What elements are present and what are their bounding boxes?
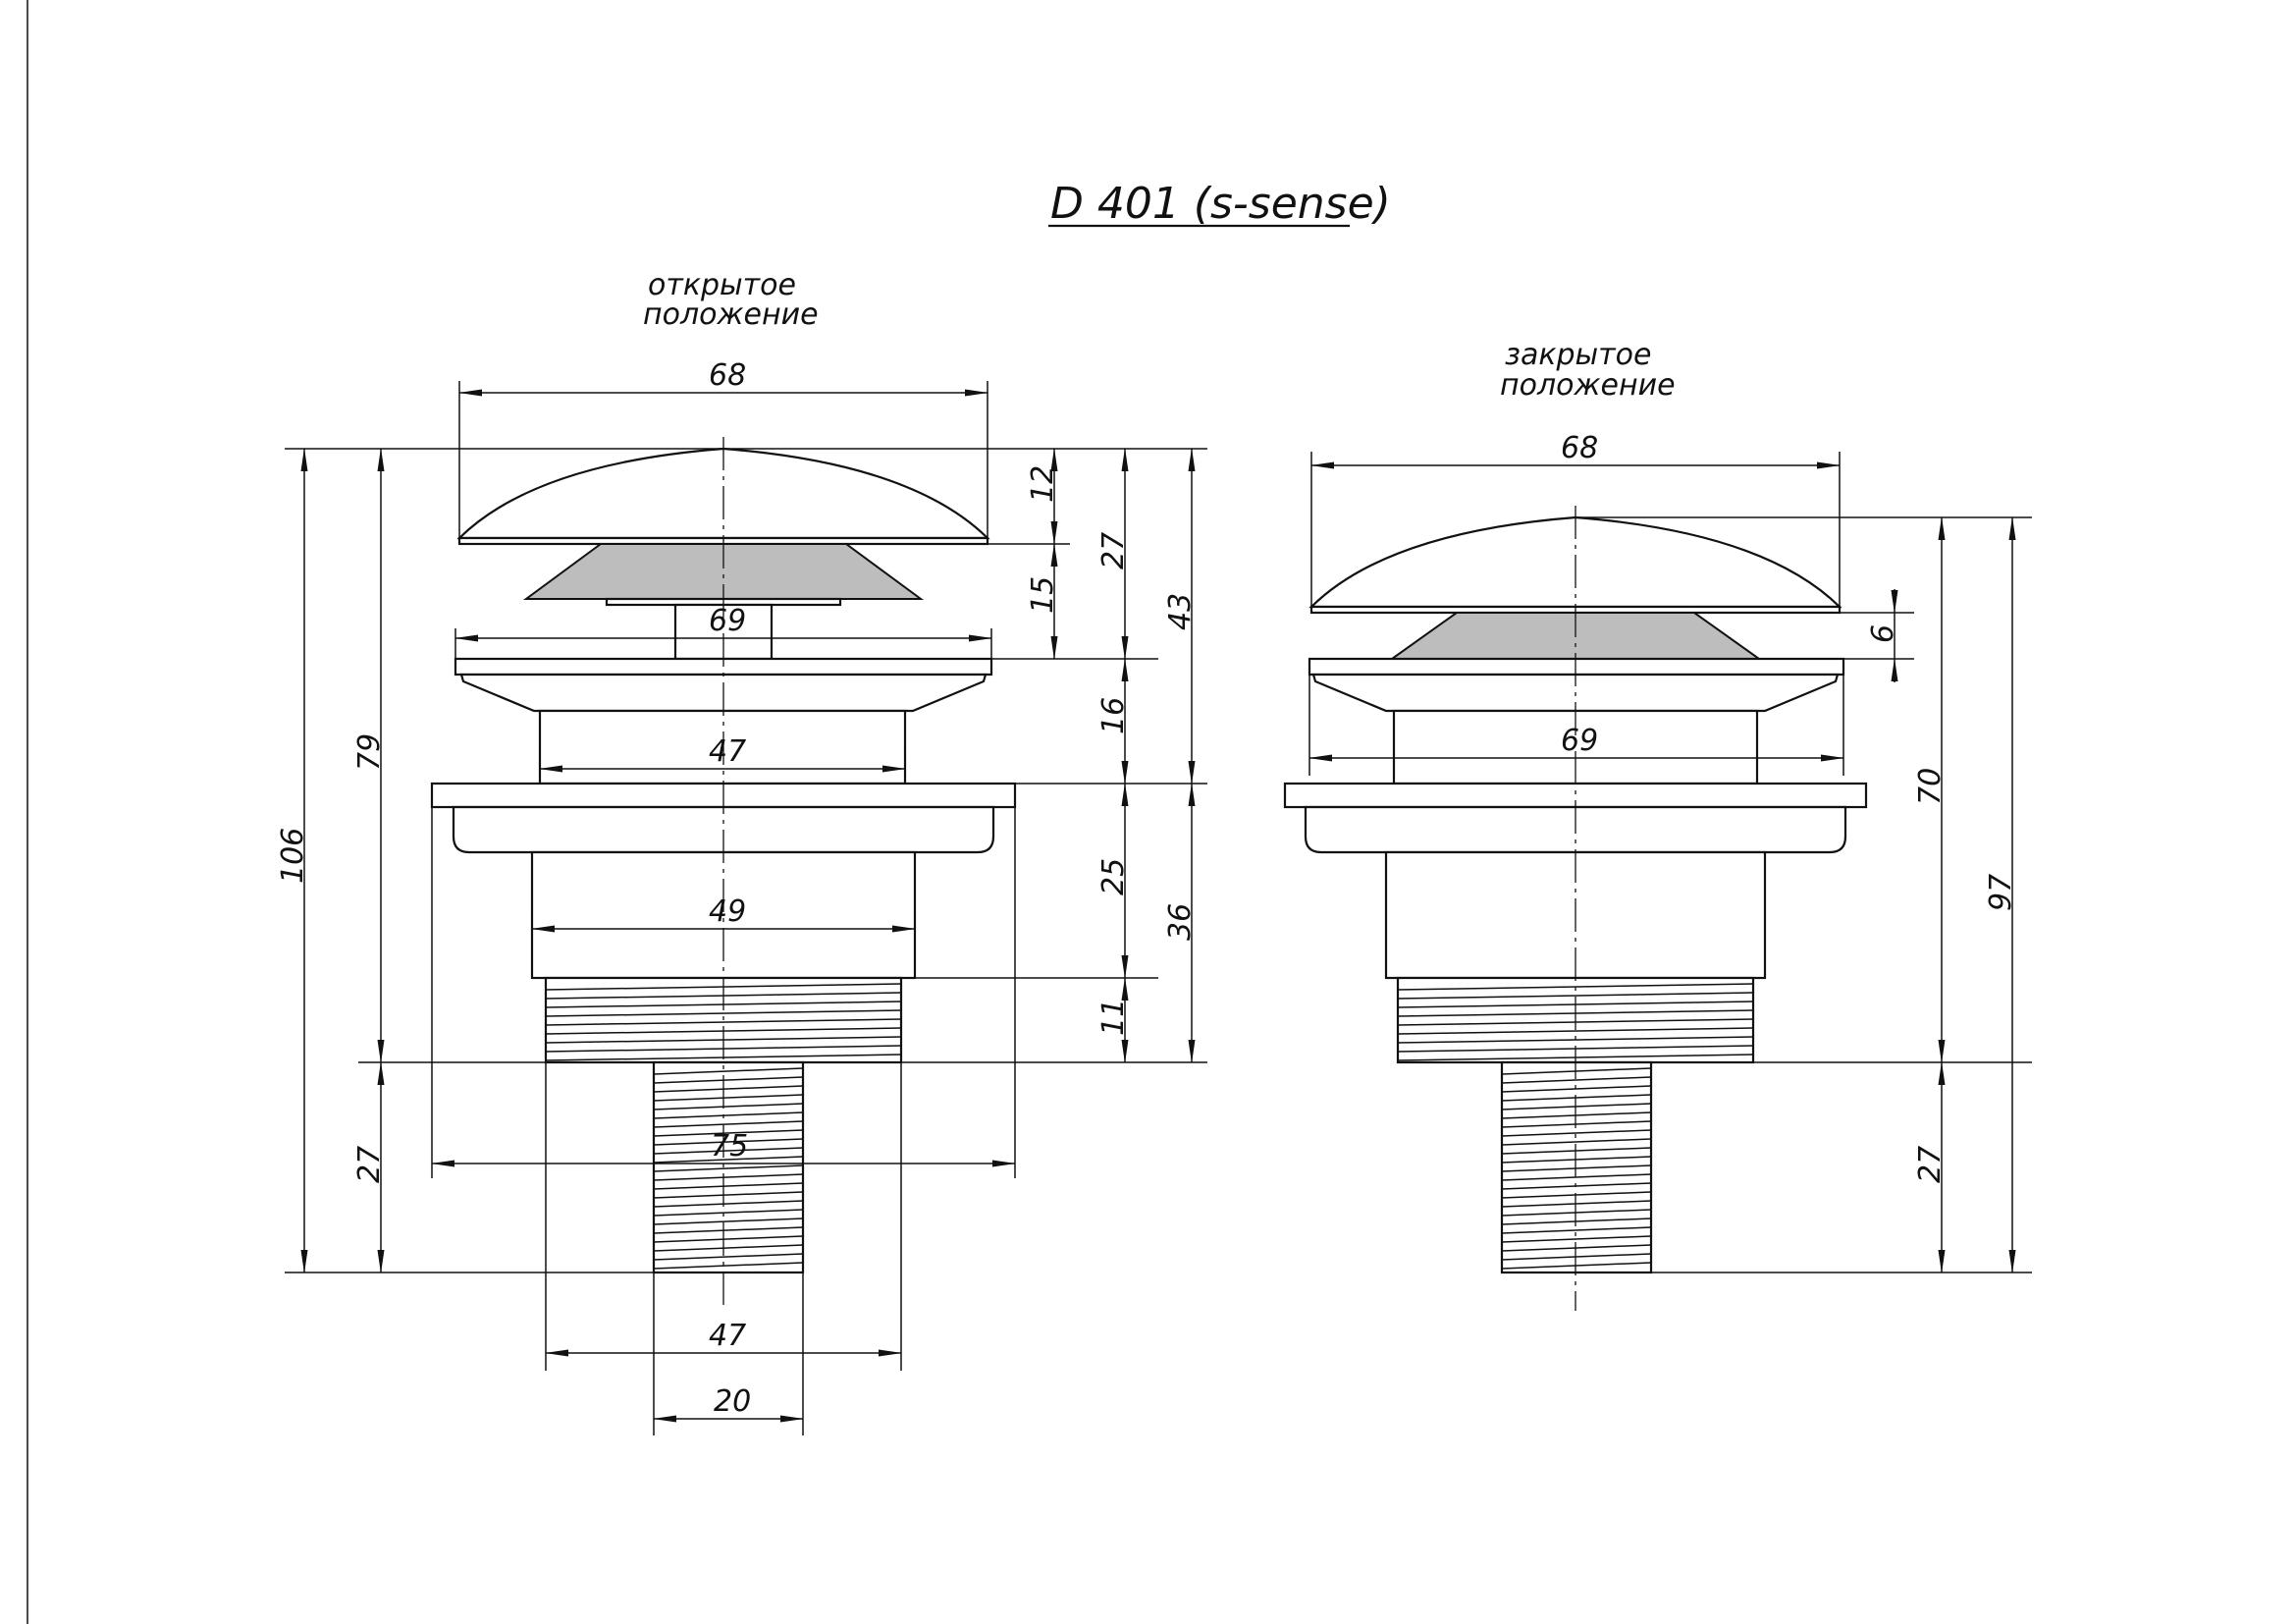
closed-dim-total-to-thread: 70 bbox=[1913, 768, 1948, 805]
open-position-view: открытое положение bbox=[276, 268, 1207, 1435]
open-dim-tail-width: 20 bbox=[714, 1384, 751, 1419]
open-dim-tail-height: 27 bbox=[352, 1146, 387, 1183]
open-dim-flange-width: 75 bbox=[711, 1129, 748, 1164]
open-dimension-lines bbox=[300, 389, 1196, 1423]
open-dim-thread-height: 11 bbox=[1096, 999, 1131, 1036]
open-cone bbox=[522, 543, 925, 600]
open-dim-total-to-thread: 79 bbox=[352, 733, 387, 771]
open-dim-gap-height: 15 bbox=[1026, 576, 1060, 614]
closed-dimension-lines bbox=[1308, 461, 2016, 1273]
open-dim-total-height: 106 bbox=[276, 828, 310, 884]
open-dim-cap-width: 68 bbox=[709, 358, 746, 393]
closed-caption-line2: положение bbox=[1500, 368, 1676, 403]
drawing-title: D 401 (s-sense) bbox=[1050, 179, 1391, 229]
closed-dim-cap-width: 68 bbox=[1561, 431, 1598, 465]
open-tail-lines bbox=[653, 1067, 804, 1270]
open-dim-top-height: 27 bbox=[1096, 532, 1131, 569]
open-dim-cap-height: 12 bbox=[1026, 465, 1060, 503]
open-caption-line1: открытое bbox=[648, 268, 796, 302]
open-dim-body-width: 49 bbox=[709, 894, 746, 929]
open-dim-neck-width: 47 bbox=[709, 734, 746, 769]
closed-tail-lines bbox=[1501, 1067, 1652, 1270]
closed-dim-ring-width: 69 bbox=[1561, 724, 1598, 758]
open-dim-body-height: 25 bbox=[1096, 858, 1131, 895]
closed-dim-total-height: 97 bbox=[1984, 874, 2018, 911]
open-dim-upper-height: 43 bbox=[1163, 593, 1198, 630]
closed-caption-line1: закрытое bbox=[1505, 338, 1651, 372]
open-dim-lower-height: 36 bbox=[1163, 903, 1198, 941]
closed-dim-tail-height: 27 bbox=[1913, 1146, 1948, 1183]
closed-ring bbox=[1308, 657, 1845, 677]
open-dim-thread-width: 47 bbox=[709, 1319, 746, 1353]
open-caption-line2: положение bbox=[643, 298, 819, 332]
closed-position-view: закрытое положение bbox=[1283, 338, 2032, 1311]
open-dim-ring-height: 16 bbox=[1096, 697, 1131, 734]
open-dim-ring-width: 69 bbox=[709, 604, 746, 638]
closed-dim-gap-height: 6 bbox=[1866, 624, 1900, 643]
